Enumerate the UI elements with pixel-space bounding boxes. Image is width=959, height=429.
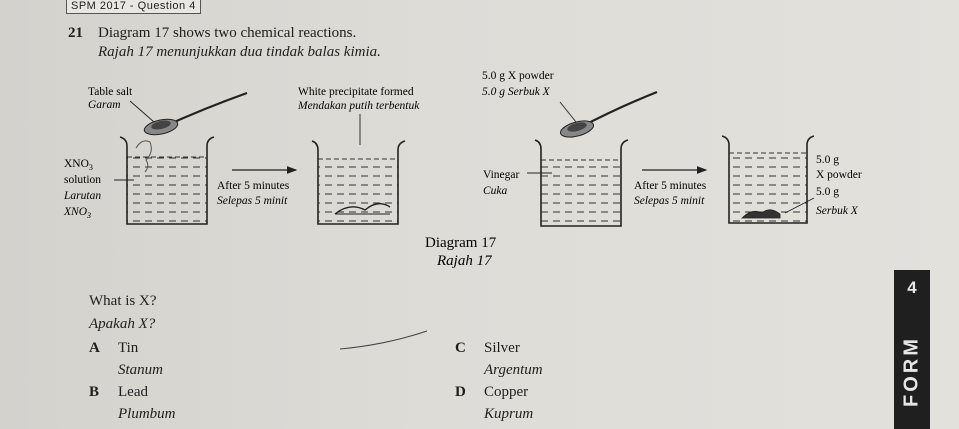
form-number: 4 xyxy=(907,278,917,297)
liquid-precipitate xyxy=(318,159,398,223)
option-d-name: Copper xyxy=(484,384,529,400)
label-result-2: X powder xyxy=(816,169,862,181)
option-b-malay: Plumbum xyxy=(118,406,176,422)
liquid-xno3 xyxy=(127,157,207,223)
label-cuka: Cuka xyxy=(483,185,508,197)
question-intro-en: Diagram 17 shows two chemical reactions. xyxy=(98,25,357,41)
option-a-malay: Stanum xyxy=(118,362,163,378)
option-d-malay: Kuprum xyxy=(484,406,534,422)
form-side-tab xyxy=(894,270,930,429)
option-c-name: Silver xyxy=(484,340,520,356)
label-mendakan: Mendakan putih terbentuk xyxy=(297,100,420,112)
label-garam: Garam xyxy=(88,99,121,111)
diagram-caption-ms: Rajah 17 xyxy=(436,253,493,269)
label-powder-ms: 5.0 g Serbuk X xyxy=(482,86,551,98)
label-white-precipitate: White precipitate formed xyxy=(298,86,414,98)
label-xno3-2: solution xyxy=(64,174,101,186)
liquid-vinegar xyxy=(541,160,621,225)
label-selepas-left: Selepas 5 minit xyxy=(217,195,288,207)
spatula-left xyxy=(129,91,248,136)
form-label: FORM xyxy=(900,336,923,408)
header-tag: SPM 2017 - Question 4 xyxy=(66,0,201,14)
beaker-xno3 xyxy=(119,136,215,225)
label-larutan: Larutan xyxy=(63,190,101,202)
beaker-powder-result xyxy=(721,135,815,224)
prompt-ms: Apakah X? xyxy=(89,316,156,332)
label-after-right: After 5 minutes xyxy=(634,180,707,192)
prompt-en: What is X? xyxy=(89,293,157,309)
option-a-name: Tin xyxy=(118,340,139,356)
pen-mark xyxy=(339,330,428,350)
beaker-precipitate xyxy=(311,140,406,225)
label-powder-en: 5.0 g X powder xyxy=(482,70,554,82)
label-selepas-right: Selepas 5 minit xyxy=(634,195,705,207)
label-vinegar: Vinegar xyxy=(483,169,520,181)
leader-salt xyxy=(129,100,155,123)
question-number: 21 xyxy=(68,25,83,41)
label-result-3: 5.0 g xyxy=(816,186,839,198)
option-b-letter: B xyxy=(89,384,100,400)
label-result-4: Serbuk X xyxy=(816,205,859,217)
option-b-name: Lead xyxy=(118,384,148,400)
option-d-letter: D xyxy=(455,384,466,400)
option-c-malay: Argentum xyxy=(484,362,543,378)
label-table-salt: Table salt xyxy=(88,86,133,98)
label-xno3-1: XNO3 xyxy=(64,158,93,172)
beaker-vinegar xyxy=(534,139,629,227)
spatula-right xyxy=(559,90,658,138)
option-c-letter: C xyxy=(455,340,466,356)
label-xno3-3: XNO3 xyxy=(63,206,91,220)
label-after-left: After 5 minutes xyxy=(217,180,290,192)
leader-powder xyxy=(559,101,577,123)
diagram-caption-en: Diagram 17 xyxy=(425,235,497,251)
label-result-1: 5.0 g xyxy=(816,154,839,166)
question-intro-ms: Rajah 17 menunjukkan dua tindak balas ki… xyxy=(98,44,381,60)
option-a-letter: A xyxy=(89,340,100,356)
